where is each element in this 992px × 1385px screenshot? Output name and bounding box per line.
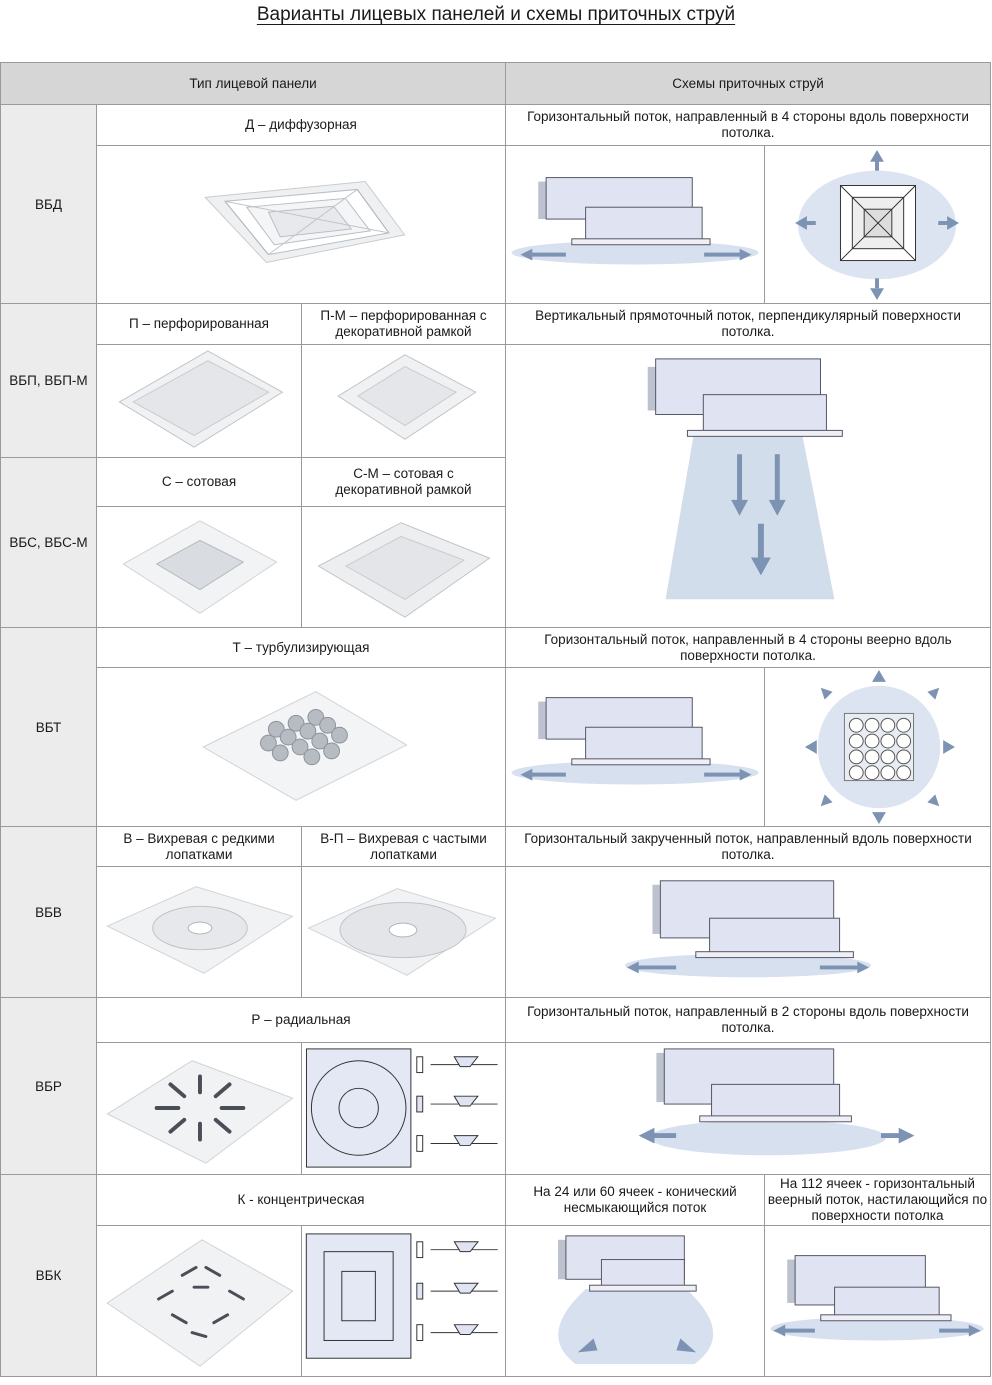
row-code-vbk: ВБК — [0, 1174, 97, 1377]
panel-image-turbulizing — [96, 667, 506, 827]
panel-label-vortex-dense: В-П – Вихревая с частыми лопатками — [301, 826, 506, 867]
panel-image-honeycomb — [96, 506, 302, 628]
scheme-side-view-vbk-fan — [764, 1225, 991, 1377]
panel-label-perforated: П – перфорированная — [96, 303, 302, 345]
panel-image-vortex-dense — [301, 866, 506, 998]
scheme-top-view-vbd — [764, 145, 991, 304]
panel-label-radial: Р – радиальная — [96, 997, 506, 1043]
panel-label-diffuser: Д – диффузорная — [96, 104, 506, 146]
panel-image-perforated-frame — [301, 344, 506, 458]
panel-diagram-radial — [301, 1042, 506, 1175]
row-code-vbv: ВБВ — [0, 826, 97, 998]
row-code-vbr: ВБР — [0, 997, 97, 1175]
panel-image-diffuser — [96, 145, 506, 304]
row-code-vbp: ВБП, ВБП-М — [0, 303, 97, 458]
header-jet-schemes: Схемы приточных струй — [505, 62, 991, 105]
panel-label-honeycomb-frame: С-М – сотовая с декоративной рамкой — [301, 457, 506, 507]
page-title: Варианты лицевых панелей и схемы приточн… — [256, 4, 736, 25]
row-code-vbs: ВБС, ВБС-М — [0, 457, 97, 628]
panel-label-perforated-frame: П-М – перфорированная с декоративной рам… — [301, 303, 506, 345]
panel-label-honeycomb: С – сотовая — [96, 457, 302, 507]
scheme-label-vbt: Горизонтальный поток, направленный в 4 с… — [505, 627, 991, 668]
scheme-label-vbr: Горизонтальный поток, направленный в 2 с… — [505, 997, 991, 1043]
panel-diagram-concentric — [301, 1225, 506, 1377]
panel-image-vortex-sparse — [96, 866, 302, 998]
scheme-side-view-vbp — [505, 344, 991, 628]
header-panel-type: Тип лицевой панели — [0, 62, 506, 105]
scheme-side-view-vbv — [505, 866, 991, 998]
panel-image-perforated — [96, 344, 302, 458]
scheme-label-vbp: Вертикальный прямоточный поток, перпенди… — [505, 303, 991, 345]
panel-label-vortex-sparse: В – Вихревая с редкими лопатками — [96, 826, 302, 867]
scheme-side-view-vbk-conical — [505, 1225, 765, 1377]
scheme-label-vbk-fan: На 112 ячеек - горизонтальный веерный по… — [764, 1174, 991, 1226]
scheme-side-view-vbr — [505, 1042, 991, 1175]
panel-image-honeycomb-frame — [301, 506, 506, 628]
scheme-label-vbd: Горизонтальный поток, направленный в 4 с… — [505, 104, 991, 146]
row-code-vbt: ВБТ — [0, 627, 97, 827]
scheme-label-vbk-conical: На 24 или 60 ячеек - конический несмыкаю… — [505, 1174, 765, 1226]
scheme-top-view-vbt — [764, 667, 991, 827]
scheme-label-vbv: Горизонтальный закрученный поток, направ… — [505, 826, 991, 867]
scheme-side-view-vbd — [505, 145, 765, 304]
row-code-vbd: ВБД — [0, 104, 97, 304]
panel-image-concentric — [96, 1225, 302, 1377]
panel-image-radial — [96, 1042, 302, 1175]
scheme-side-view-vbt — [505, 667, 765, 827]
panel-label-turbulizing: Т – турбулизирующая — [96, 627, 506, 668]
panel-label-concentric: К - концентрическая — [96, 1174, 506, 1226]
